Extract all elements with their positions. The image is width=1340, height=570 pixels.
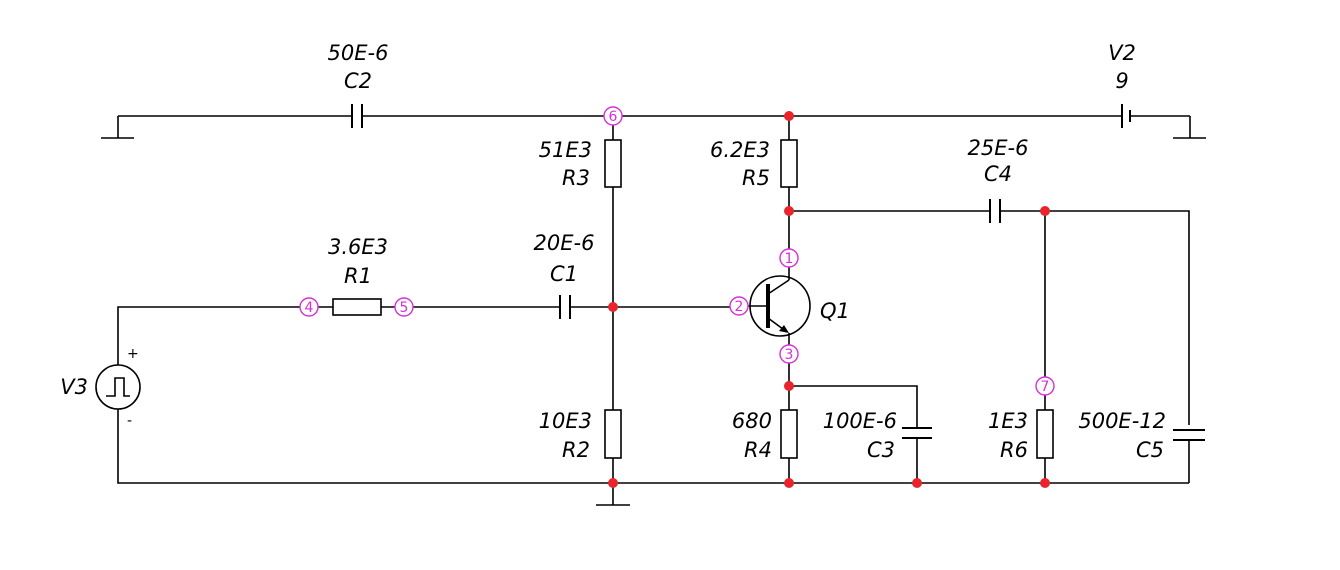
node-marker-7: 7 xyxy=(1035,376,1055,396)
r5-value: 6.2E3 xyxy=(710,138,770,162)
r1-name: R1 xyxy=(344,264,372,288)
r2-name: R2 xyxy=(562,438,590,462)
r1-value: 3.6E3 xyxy=(328,235,388,259)
r2-value: 10E3 xyxy=(539,409,592,433)
c3-value: 100E-6 xyxy=(823,409,897,433)
junction-dot xyxy=(784,381,794,391)
c5-value: 500E-12 xyxy=(1078,409,1166,433)
junction-dot xyxy=(608,302,618,312)
r5-name: R5 xyxy=(742,166,770,190)
wires xyxy=(117,115,1191,505)
v3-minus: - xyxy=(127,413,132,429)
c2-name: C2 xyxy=(344,69,372,93)
capacitor-c4: 25E-6 C4 xyxy=(968,136,1029,223)
dc-source-v2: V2 9 xyxy=(1108,41,1136,128)
c2-value: 50E-6 xyxy=(328,41,389,65)
junction-dot xyxy=(912,478,922,488)
node-marker-4: 4 xyxy=(299,297,319,317)
node-marker-1: 1 xyxy=(779,248,799,268)
resistor-r4: 680 R4 xyxy=(732,409,798,462)
v2-value: 9 xyxy=(1115,69,1128,93)
resistor-r3: 51E3 R3 xyxy=(539,138,622,190)
capacitor-c1: 20E-6 C1 xyxy=(534,231,595,319)
resistor-r1: 3.6E3 R1 xyxy=(328,235,388,316)
capacitor-c3: 100E-6 C3 xyxy=(823,409,932,462)
c4-name: C4 xyxy=(984,162,1012,186)
v3-plus: + xyxy=(127,346,139,362)
node-marker-2: 2 xyxy=(729,296,749,316)
q1-name: Q1 xyxy=(820,299,850,323)
emitter-arrow-icon xyxy=(779,325,789,333)
c1-name: C1 xyxy=(550,262,578,286)
node-label: 3 xyxy=(785,347,794,363)
capacitor-c2: 50E-6 C2 xyxy=(328,41,389,128)
c3-name: C3 xyxy=(867,438,895,462)
node-marker-6: 6 xyxy=(603,106,623,126)
transistor-q1: Q1 xyxy=(748,266,850,347)
node-label: 4 xyxy=(305,300,314,316)
junction-dot xyxy=(784,111,794,121)
node-label: 6 xyxy=(609,109,618,125)
r6-name: R6 xyxy=(1000,438,1028,462)
resistor-r6: 1E3 R6 xyxy=(988,409,1054,462)
capacitor-c5: 500E-12 C5 xyxy=(1078,409,1205,462)
r3-name: R3 xyxy=(562,166,590,190)
node-label: 2 xyxy=(735,299,744,315)
c4-value: 25E-6 xyxy=(968,136,1029,160)
resistor-r2: 10E3 R2 xyxy=(539,409,622,462)
resistor-r5: 6.2E3 R5 xyxy=(710,138,798,190)
r6-value: 1E3 xyxy=(988,409,1028,433)
c5-name: C5 xyxy=(1136,438,1164,462)
c1-value: 20E-6 xyxy=(534,231,595,255)
node-label: 5 xyxy=(400,300,409,316)
step-waveform-icon xyxy=(106,377,130,397)
r4-name: R4 xyxy=(744,438,772,462)
junction-dot xyxy=(784,206,794,216)
r4-value: 680 xyxy=(732,409,772,433)
r3-value: 51E3 xyxy=(539,138,592,162)
v2-name: V2 xyxy=(1108,41,1136,65)
pulse-source-v3: + - V3 xyxy=(60,346,141,429)
junction-dot xyxy=(1040,206,1050,216)
node-label: 1 xyxy=(785,251,794,267)
v3-name: V3 xyxy=(60,375,88,399)
junction-dot xyxy=(1040,478,1050,488)
junctions xyxy=(608,111,1050,488)
junction-dot xyxy=(784,478,794,488)
junction-dot xyxy=(608,478,618,488)
node-label: 7 xyxy=(1041,379,1050,395)
node-marker-3: 3 xyxy=(779,344,799,364)
node-marker-5: 5 xyxy=(394,297,414,317)
